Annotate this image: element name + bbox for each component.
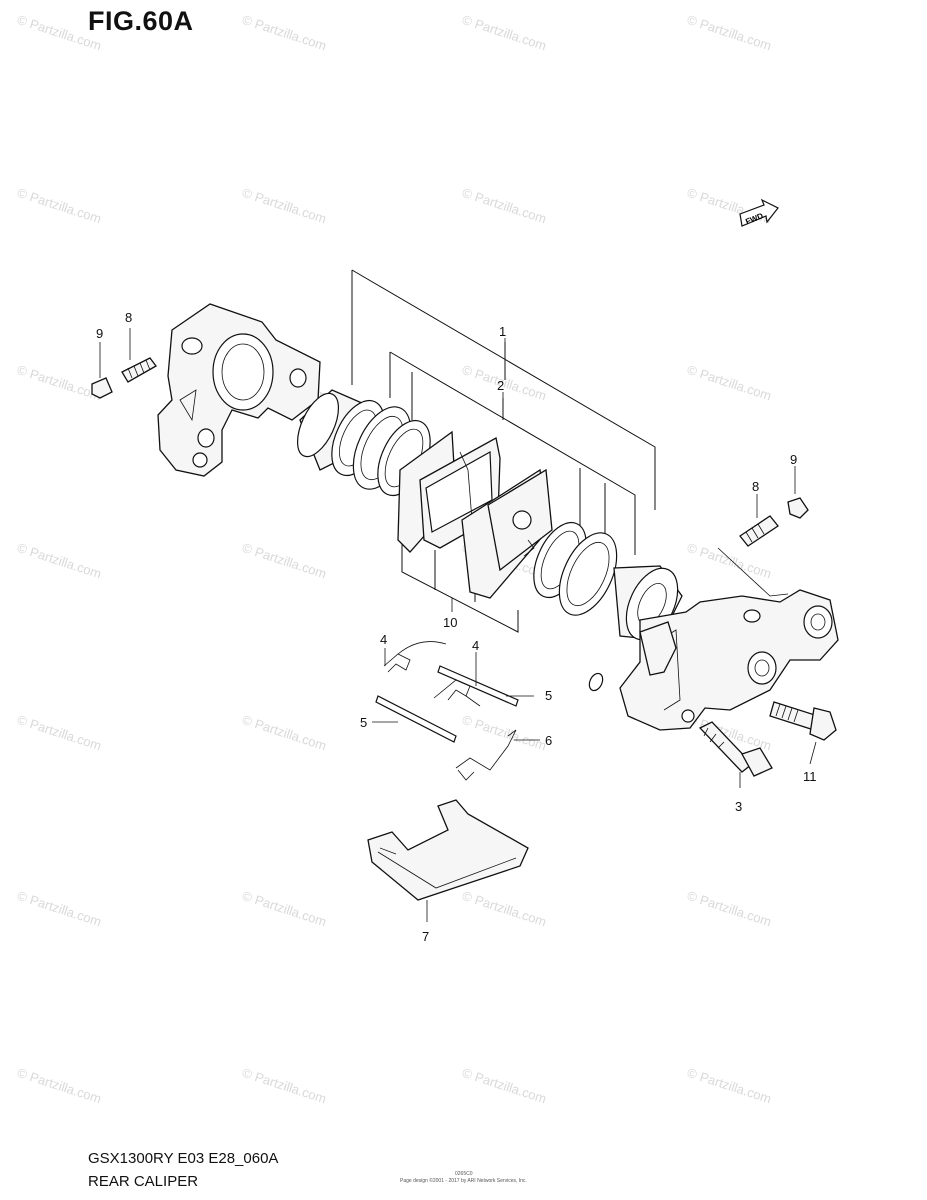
- callout-8: 8: [125, 310, 132, 325]
- callout-9-right: 9: [790, 452, 797, 467]
- leader-lines: [99, 328, 817, 922]
- fine-print: Page design ©2001 - 2017 by ARI Network …: [400, 1178, 527, 1184]
- callout-9: 9: [96, 326, 103, 341]
- callout-6: 6: [545, 733, 552, 748]
- piston-left: [296, 389, 385, 477]
- fwd-arrow-icon: FWD: [739, 198, 779, 227]
- fine-print-code: 0265C0: [455, 1171, 473, 1177]
- callout-7: 7: [422, 929, 429, 944]
- bleeder-screw-right: [739, 515, 779, 547]
- right-caliper-body: [619, 589, 839, 731]
- pad-pin-upper: [437, 665, 519, 707]
- caliper-bracket-pin: [639, 621, 677, 676]
- mounting-bolt-3: [698, 721, 773, 777]
- washer: [588, 672, 604, 692]
- pad-pin-lower: [375, 695, 457, 743]
- pad-spring-middle: [433, 679, 481, 707]
- callout-labels: 9 8 1 2 9 8 10 4 4 5 5 6 11 3 7: [96, 310, 817, 944]
- brake-pad-right: [461, 468, 553, 599]
- model-code: GSX1300RY E03 E28_060A: [88, 1150, 279, 1167]
- bleeder-screw-left: [121, 357, 157, 383]
- callout-5: 5: [545, 688, 552, 703]
- figure-title: FIG.60A: [88, 6, 194, 36]
- callout-5-second: 5: [360, 715, 367, 730]
- callout-3: 3: [735, 799, 742, 814]
- pad-cover: [367, 799, 529, 901]
- bleeder-cap-right: [787, 497, 809, 519]
- piston-seal-right: [533, 521, 618, 616]
- callout-1: 1: [499, 324, 506, 339]
- bleeder-cap-left: [91, 377, 113, 399]
- pad-spring-upper: [383, 641, 447, 673]
- mounting-bolt-11: [769, 701, 837, 741]
- pad-spring-clip: [455, 729, 517, 781]
- callout-4-second: 4: [472, 638, 479, 653]
- callout-2: 2: [497, 378, 504, 393]
- callout-8-right: 8: [752, 479, 759, 494]
- callout-4: 4: [380, 632, 387, 647]
- section-name: REAR CALIPER: [88, 1173, 199, 1190]
- callout-11: 11: [803, 769, 817, 784]
- left-caliper-body: [157, 303, 321, 477]
- callout-10: 10: [443, 615, 457, 630]
